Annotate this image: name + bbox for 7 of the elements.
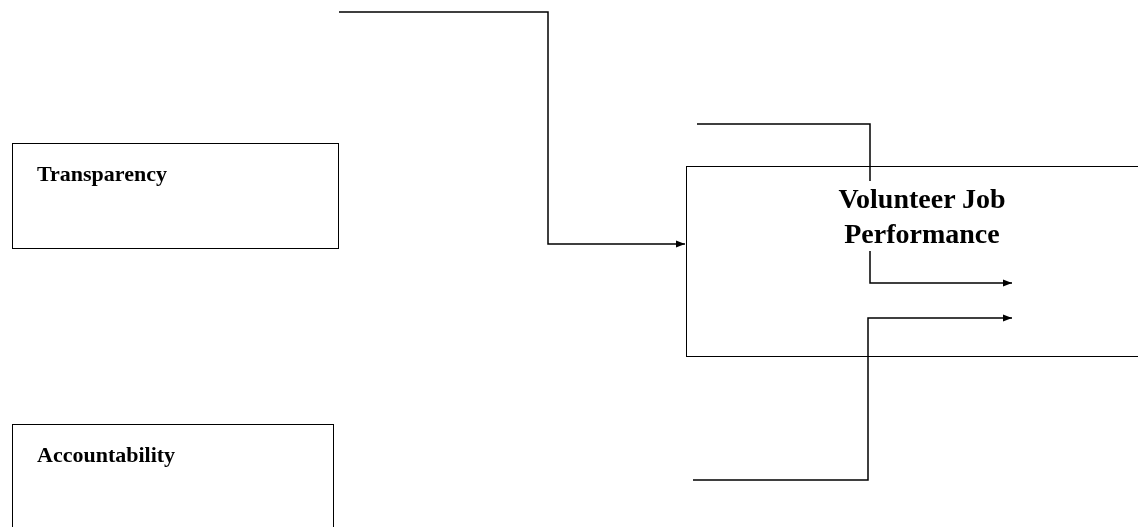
concept-box [686, 166, 1138, 357]
arrow [338, 11, 686, 248]
box-label: Accountability [37, 441, 177, 469]
box-label: Transparency [37, 160, 168, 188]
concept-box [12, 424, 334, 527]
arrow [692, 314, 1013, 481]
concept-box [12, 143, 339, 249]
